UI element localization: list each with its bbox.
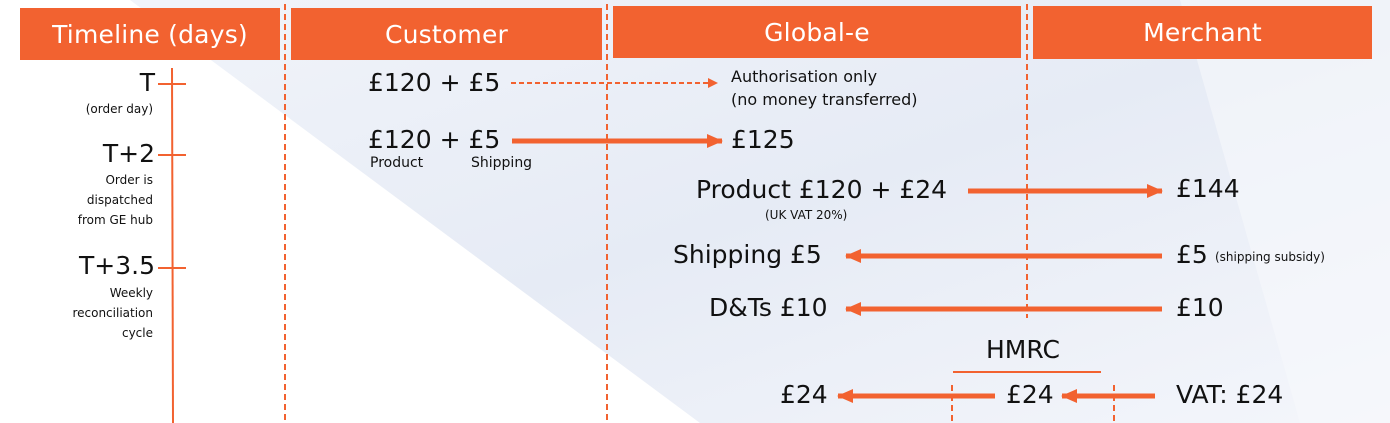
- timeline-axis: [171, 67, 174, 423]
- customer-payment-amount: £120 + £5: [368, 125, 501, 154]
- header-customer-label: Customer: [384, 19, 509, 49]
- timeline-desc-t35-line3: cycle: [121, 326, 153, 340]
- timeline-desc-t35-line2: reconciliation: [72, 306, 153, 320]
- merchant-vat-line: VAT: £24: [1176, 380, 1284, 409]
- global-e-dts-line: D&Ts £10: [709, 293, 828, 322]
- customer-authorisation-amount: £120 + £5: [368, 68, 501, 97]
- global-e-product-note: (UK VAT 20%): [765, 208, 848, 222]
- timeline-desc-t35-line1: Weekly: [109, 286, 153, 300]
- header-global-e-label: Global-e: [764, 17, 870, 47]
- merchant-product-received: £144: [1176, 174, 1240, 203]
- global-e-received-amount: £125: [731, 125, 795, 154]
- timeline-desc-t: (order day): [85, 102, 153, 116]
- header-customer: Customer: [291, 8, 602, 60]
- merchant-shipping-note: (shipping subsidy): [1215, 250, 1325, 264]
- header-global-e: Global-e: [613, 6, 1021, 58]
- timeline-desc-t2-line3: from GE hub: [77, 213, 153, 227]
- timeline-label-t2: T+2: [102, 139, 155, 168]
- timeline-desc-t2-line2: dispatched: [86, 193, 153, 207]
- header-merchant: Merchant: [1033, 6, 1372, 59]
- header-timeline: Timeline (days): [20, 8, 280, 60]
- customer-product-label: Product: [370, 155, 424, 171]
- global-e-authorisation-line1: Authorisation only: [731, 67, 878, 86]
- customer-shipping-label: Shipping: [471, 155, 533, 171]
- timeline-label-t35: T+3.5: [79, 251, 155, 280]
- hmrc-amount: £24: [1006, 380, 1054, 409]
- global-e-product-line: Product £120 + £24: [696, 175, 948, 204]
- merchant-shipping-amount: £5: [1176, 240, 1208, 269]
- hmrc-label: HMRC: [986, 335, 1060, 364]
- header-timeline-label: Timeline (days): [52, 19, 248, 49]
- timeline-label-t: T: [139, 68, 155, 97]
- global-e-vat-out: £24: [780, 380, 828, 409]
- header-merchant-label: Merchant: [1143, 18, 1262, 47]
- hmrc-dividers: [951, 385, 1115, 423]
- global-e-shipping-line: Shipping £5: [673, 240, 822, 269]
- global-e-authorisation-line2: (no money transferred): [731, 90, 918, 109]
- merchant-dts-amount: £10: [1176, 293, 1224, 322]
- timeline-desc-t2-line1: Order is: [105, 173, 153, 187]
